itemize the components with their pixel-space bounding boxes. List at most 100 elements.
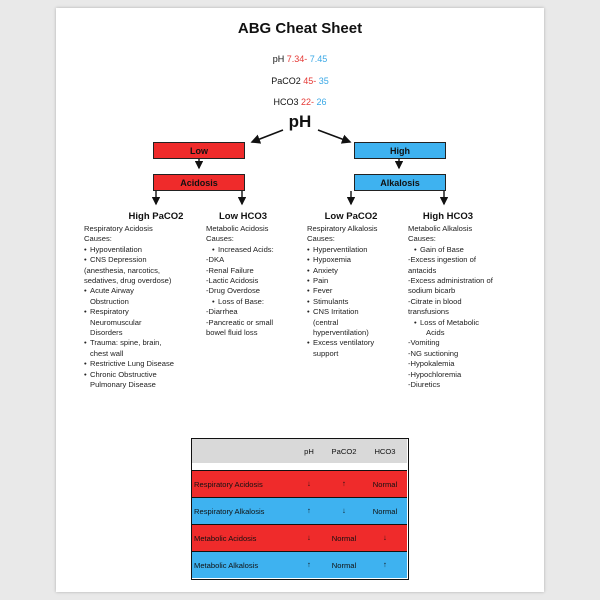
- cause-line: Gain of Base: [408, 245, 528, 256]
- cause-line: Hypoxemia: [307, 255, 407, 266]
- cause-line: Hypoventilation: [84, 245, 214, 256]
- cause-line: -Excess administration of: [408, 276, 493, 286]
- cause-line: Acute Airway: [84, 286, 214, 297]
- cause-line: Disorders: [90, 328, 123, 338]
- arrow-down-icon: ↓: [342, 506, 346, 516]
- cause-line: Loss of Base:: [206, 297, 306, 308]
- cause-line: antacids: [408, 265, 437, 275]
- cause-line: Metabolic Alkalosis: [408, 224, 473, 233]
- row-name: Metabolic Alkalosis: [194, 560, 259, 570]
- normal-value: Normal: [372, 479, 398, 489]
- ph-to-low-arrow: [250, 129, 284, 144]
- cause-line: Chronic Obstructive: [84, 370, 214, 381]
- col-title-low-hco3: Low HCO3: [218, 211, 268, 222]
- cause-line: hyperventilation): [313, 328, 369, 338]
- cause-line: -Citrate in blood: [408, 296, 462, 306]
- col-title-low-paco2: Low PaCO2: [324, 211, 378, 222]
- cause-line: sodium bicarb: [408, 286, 456, 296]
- cause-line: Pain: [307, 276, 407, 287]
- cause-line: Trauma: spine, brain,: [84, 338, 214, 349]
- cause-line: -DKA: [206, 255, 225, 265]
- cause-line: Anxiety: [307, 266, 407, 277]
- cheat-sheet-page: ABG Cheat Sheet pH 7.34- 7.45 PaCO2 45- …: [56, 8, 544, 592]
- normal-value: Normal: [331, 560, 357, 570]
- low-box: Low: [153, 142, 245, 159]
- cause-line: Causes:: [206, 234, 234, 244]
- high-box: High: [354, 142, 446, 159]
- cause-line: Loss of Metabolic: [408, 318, 528, 329]
- cause-line: chest wall: [90, 348, 124, 358]
- header-paco2: PaCO2: [331, 446, 357, 456]
- cause-line: Causes:: [408, 234, 436, 244]
- row-name: Metabolic Acidosis: [194, 533, 257, 543]
- cause-line: CNS Irritation: [307, 307, 407, 318]
- col-low-paco2: Respiratory AlkalosisCauses:Hyperventila…: [307, 224, 407, 359]
- cause-line: (central: [313, 317, 339, 327]
- cause-line: -NG suctioning: [408, 348, 459, 358]
- ph-to-high-arrow: [317, 129, 352, 144]
- cause-line: Excess ventilatory: [307, 338, 407, 349]
- arrow-down-icon: ↓: [307, 533, 311, 543]
- cause-line: -Drug Overdose: [206, 286, 261, 296]
- cause-line: Fever: [307, 286, 407, 297]
- cause-line: Neuromuscular: [90, 317, 142, 327]
- arrow-down-icon: ↓: [307, 479, 311, 489]
- cause-line: sedatives, drug overdose): [84, 276, 172, 286]
- cause-line: support: [313, 348, 339, 358]
- acidosis-box: Acidosis: [153, 174, 245, 191]
- hco3-range: HCO3 22- 26: [273, 97, 327, 107]
- row-name: Respiratory Acidosis: [194, 479, 263, 489]
- normal-value: Normal: [331, 533, 357, 543]
- col-high-paco2: Respiratory AcidosisCauses:Hypoventilati…: [84, 224, 214, 391]
- row-name: Respiratory Alkalosis: [194, 506, 265, 516]
- cause-line: Metabolic Acidosis: [206, 224, 269, 233]
- cause-line: Obstruction: [90, 296, 129, 306]
- arrow-up-icon: ↑: [307, 560, 311, 570]
- col-title-high-hco3: High HCO3: [422, 211, 474, 222]
- header-hco3: HCO3: [374, 446, 396, 456]
- arrow-down-icon: ↓: [383, 533, 387, 543]
- cause-line: Causes:: [84, 234, 112, 244]
- cause-line: Acids: [426, 328, 445, 338]
- cause-line: Respiratory: [84, 307, 214, 318]
- cause-line: Causes:: [307, 234, 335, 244]
- table-row: Respiratory Alkalosis ↑ ↓ Normal: [192, 497, 407, 524]
- cause-line: Increased Acids:: [206, 245, 306, 256]
- arrow-up-icon: ↑: [307, 506, 311, 516]
- table-row: Respiratory Acidosis ↓ ↑ Normal: [192, 470, 407, 497]
- cause-line: -Diarrhea: [206, 307, 238, 317]
- table-row: Metabolic Alkalosis ↑ Normal ↑: [192, 551, 407, 578]
- cause-line: -Lactic Acidosis: [206, 276, 259, 286]
- cause-line: -Hypokalemia: [408, 359, 455, 369]
- normal-value: Normal: [372, 506, 398, 516]
- page-title: ABG Cheat Sheet: [237, 20, 363, 37]
- cause-line: bowel fluid loss: [206, 328, 258, 338]
- cause-line: Hyperventilation: [307, 245, 407, 256]
- cause-line: Respiratory Alkalosis: [307, 224, 378, 233]
- table-header-row: pH PaCO2 HCO3: [192, 439, 407, 463]
- cause-line: Pulmonary Disease: [90, 380, 156, 390]
- arrow-up-icon: ↑: [342, 479, 346, 489]
- ph-range: pH 7.34- 7.45: [272, 54, 328, 64]
- cause-line: (anesthesia, narcotics,: [84, 265, 160, 275]
- ph-heading: pH: [288, 112, 312, 131]
- abg-summary-table: pH PaCO2 HCO3 Respiratory Acidosis ↓ ↑ Norm…: [191, 438, 409, 580]
- col-title-high-paco2: High PaCO2: [128, 211, 184, 222]
- cause-line: -Renal Failure: [206, 265, 254, 275]
- flow-arrows: [151, 129, 449, 206]
- arrow-up-icon: ↑: [383, 560, 387, 570]
- cause-line: CNS Depression: [84, 255, 214, 266]
- cause-line: Restrictive Lung Disease: [84, 359, 214, 370]
- cause-line: -Hypochloremia: [408, 369, 462, 379]
- cause-line: Stimulants: [307, 297, 407, 308]
- cause-line: transfusions: [408, 307, 449, 317]
- alkalosis-box: Alkalosis: [354, 174, 446, 191]
- paco2-range: PaCO2 45- 35: [271, 76, 329, 86]
- cause-line: Respiratory Acidosis: [84, 224, 153, 233]
- header-ph: pH: [304, 446, 314, 456]
- cause-line: -Excess ingestion of: [408, 255, 476, 265]
- cause-line: -Diuretics: [408, 380, 441, 390]
- cause-line: -Vomiting: [408, 338, 440, 348]
